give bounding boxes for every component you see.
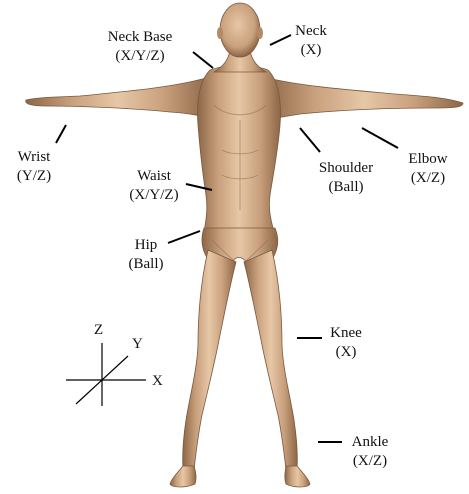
elbow-leader — [362, 128, 398, 148]
hip-name: Hip — [116, 236, 176, 255]
right-arm — [265, 78, 463, 120]
label-waist: Waist (X/Y/Z) — [114, 167, 194, 205]
waist-name: Waist — [114, 167, 194, 186]
axis-y-label: Y — [132, 336, 143, 353]
left-ear — [217, 27, 223, 39]
hip-axes: (Ball) — [116, 255, 176, 274]
label-neck-base: Neck Base (X/Y/Z) — [92, 28, 188, 66]
neck-name: Neck — [289, 22, 333, 41]
wrist-name: Wrist — [6, 148, 62, 167]
axis-z-label: Z — [94, 322, 103, 339]
label-hip: Hip (Ball) — [116, 236, 176, 274]
neck-leader — [270, 35, 291, 45]
elbow-axes: (X/Z) — [396, 169, 460, 188]
ankle-name: Ankle — [340, 433, 400, 452]
label-wrist: Wrist (Y/Z) — [6, 148, 62, 186]
neck-axes: (X) — [289, 41, 333, 60]
right-ear — [257, 27, 263, 39]
label-shoulder: Shoulder (Ball) — [306, 159, 386, 197]
knee-axes: (X) — [322, 343, 370, 362]
right-leg — [244, 250, 297, 470]
label-knee: Knee (X) — [322, 324, 370, 362]
left-arm — [26, 78, 210, 118]
torso — [198, 66, 281, 233]
shoulder-axes: (Ball) — [306, 178, 386, 197]
wrist-axes: (Y/Z) — [6, 167, 62, 186]
neck-base-leader — [193, 52, 213, 68]
label-neck: Neck (X) — [289, 22, 333, 60]
right-foot — [285, 466, 310, 487]
shoulder-name: Shoulder — [306, 159, 386, 178]
left-leg — [183, 250, 236, 470]
wrist-leader — [56, 125, 66, 143]
shoulder-leader — [300, 128, 320, 152]
label-ankle: Ankle (X/Z) — [340, 433, 400, 471]
waist-axes: (X/Y/Z) — [114, 186, 194, 205]
axis-x-label: X — [152, 373, 163, 390]
left-foot — [170, 466, 196, 487]
knee-name: Knee — [322, 324, 370, 343]
ankle-axes: (X/Z) — [340, 452, 400, 471]
neck-base-name: Neck Base — [92, 28, 188, 47]
elbow-name: Elbow — [396, 150, 460, 169]
head — [220, 3, 260, 57]
label-elbow: Elbow (X/Z) — [396, 150, 460, 188]
human-figure — [26, 50, 463, 487]
neck-base-axes: (X/Y/Z) — [92, 47, 188, 66]
